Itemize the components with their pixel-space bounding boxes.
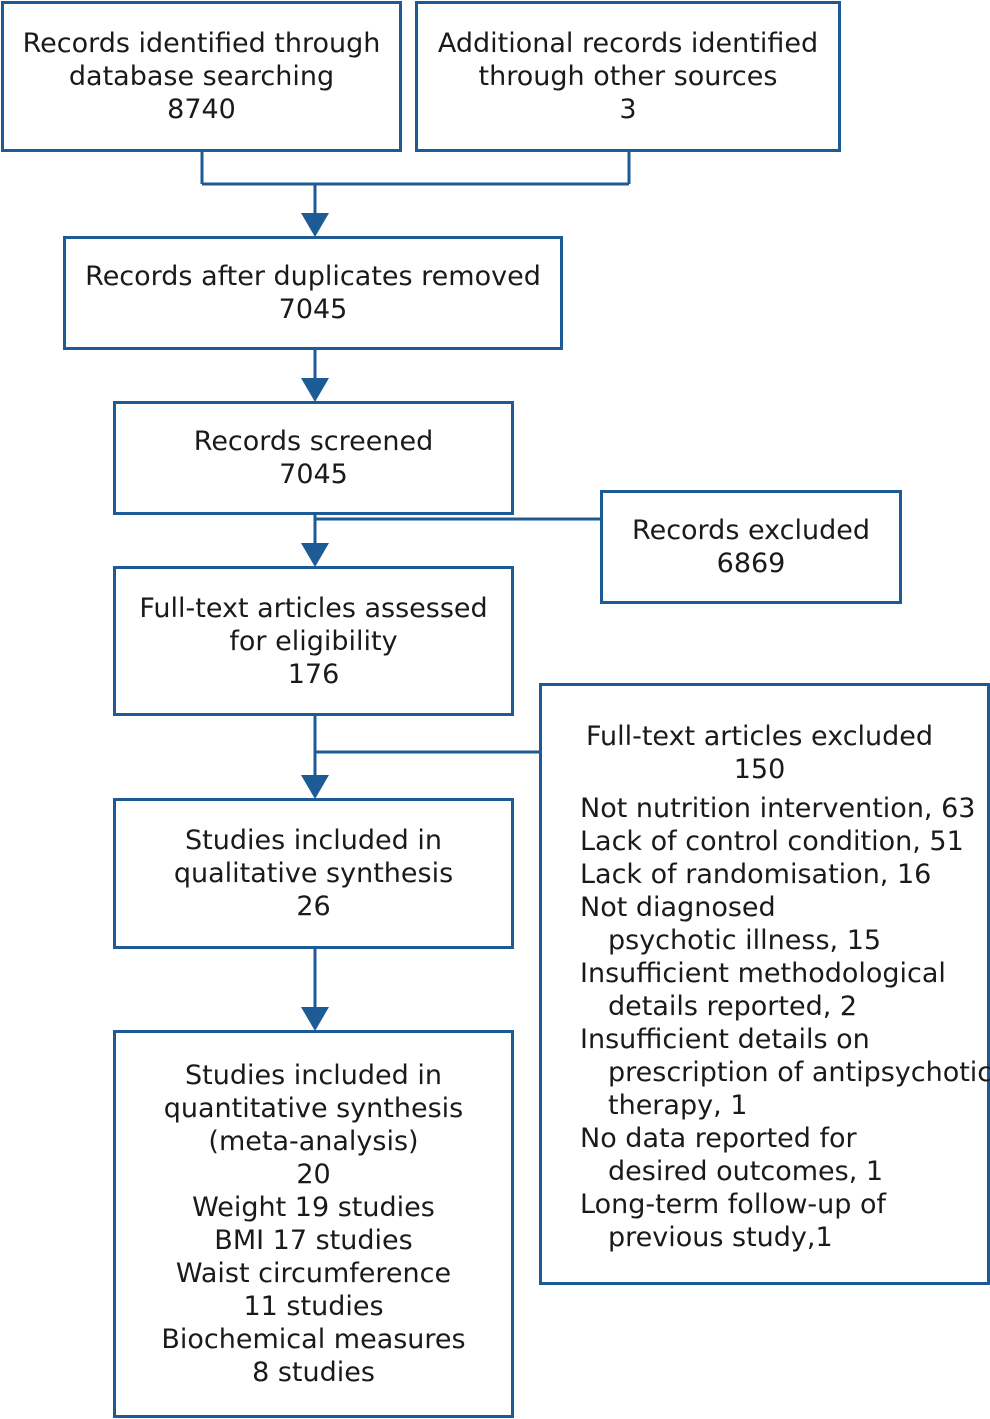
arrowhead-to-screened: [301, 378, 329, 402]
box-text-line: 7045: [278, 294, 348, 325]
box-text-line: (meta-analysis): [208, 1126, 419, 1157]
box-text-line: Records screened: [193, 426, 434, 457]
exclusion-reason: Lack of randomisation, 16: [580, 859, 932, 890]
box-text-line: 20: [296, 1159, 331, 1190]
exclusion-reason: Not diagnosed psychotic illness, 15: [580, 892, 882, 956]
exclusion-reason: No data reported for desired outcomes, 1: [580, 1123, 884, 1187]
exclusion-reason: Insufficient details on prescription of …: [580, 1024, 990, 1121]
box-text-line: 6869: [716, 548, 786, 579]
exclusion-reason: Insufficient methodological details repo…: [580, 958, 946, 1022]
box-text-line: 3: [619, 94, 637, 125]
box-text-line: database searching: [68, 61, 335, 92]
box-text-line: Full-text articles assessed: [139, 592, 488, 624]
exclusion-reason: Long-term follow-up of previous study,1: [580, 1189, 887, 1253]
box-text-line: 7045: [279, 459, 348, 490]
box-text-line: Additional records identified: [437, 28, 819, 59]
box-text-line: Biochemical measures: [161, 1324, 466, 1355]
box-text-line: BMI 17 studies: [214, 1225, 413, 1256]
full-text-excluded-title: Full-text articles excluded: [585, 721, 934, 752]
arrowhead-to-qualitative: [301, 775, 329, 799]
exclusion-reason: Lack of control condition, 51: [580, 826, 964, 857]
arrowhead-to-fulltext: [301, 543, 329, 567]
box-text-line: quantitative synthesis: [163, 1093, 464, 1124]
box-text-line: for eligibility: [229, 625, 398, 657]
box-text-line: 26: [296, 891, 331, 922]
arrowhead-to-duplicates: [301, 213, 329, 237]
exclusion-reason: Not nutrition intervention, 63: [580, 793, 976, 824]
box-text-line: 8 studies: [252, 1357, 375, 1388]
exclusion-reasons-list: Not nutrition intervention, 63 Lack of c…: [580, 792, 990, 1254]
box-text-line: Records excluded: [632, 515, 870, 546]
box-text-line: through other sources: [478, 61, 778, 92]
box-text-line: Studies included in: [185, 825, 442, 856]
box-text-line: Records after duplicates removed: [85, 261, 541, 292]
box-text-line: qualitative synthesis: [173, 858, 454, 889]
box-full-text-excluded: Full-text articles excluded 150 Not nutr…: [539, 683, 990, 1285]
arrowhead-to-quantitative: [301, 1007, 329, 1031]
box-text-line: 8740: [167, 94, 236, 125]
box-text-line: 176: [287, 658, 340, 690]
box-text-line: Records identified through: [22, 28, 381, 59]
box-text-line: Waist circumference: [175, 1258, 452, 1289]
full-text-excluded-count: 150: [733, 754, 786, 785]
box-text-line: Studies included in: [185, 1060, 442, 1091]
box-text-line: 11 studies: [243, 1291, 384, 1322]
box-text-line: Weight 19 studies: [192, 1192, 435, 1223]
